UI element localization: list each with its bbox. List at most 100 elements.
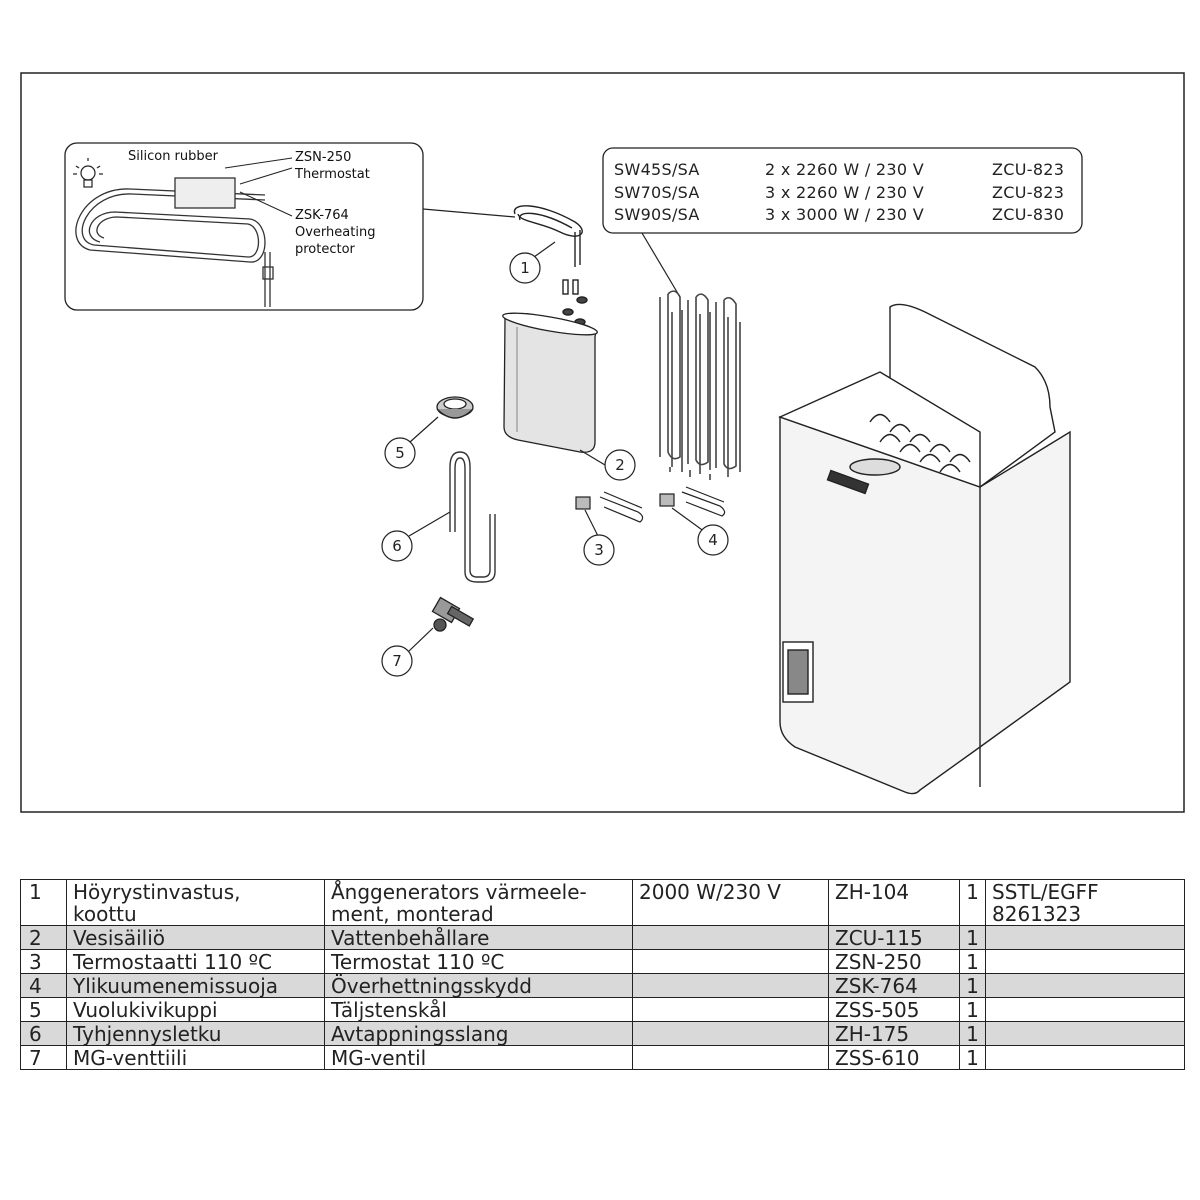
swedish-name: Överhettningsskydd <box>324 973 633 998</box>
spec-code-1: ZCU-823 <box>992 160 1064 179</box>
finnish-name: Vuolukivikuppi <box>66 997 325 1022</box>
protector-code-label: ZSK-764 <box>295 208 349 223</box>
part-code: ZSN-250 <box>828 949 960 974</box>
reference <box>985 949 1185 974</box>
callout-2: 2 <box>615 456 625 474</box>
spec-code-2: ZCU-823 <box>992 183 1064 202</box>
reference <box>985 1021 1185 1046</box>
part-code: ZSK-764 <box>828 973 960 998</box>
sauna-heater-unit <box>778 303 1071 795</box>
callouts: 1 2 3 4 5 6 7 <box>381 241 729 677</box>
part-4-overheat-protector <box>659 486 726 517</box>
finnish-name: Höyrystinvastus, koottu <box>66 879 325 926</box>
power-rating <box>632 1021 829 1046</box>
quantity: 1 <box>959 925 986 950</box>
parts-list-table: 1 Höyrystinvastus, koottu Ånggenerators … <box>20 879 1185 1070</box>
part-code: ZSS-505 <box>828 997 960 1022</box>
swedish-name: Vattenbehållare <box>324 925 633 950</box>
power-rating <box>632 997 829 1022</box>
callout-1: 1 <box>520 259 530 277</box>
protector-label-line2: protector <box>295 242 356 257</box>
heating-element-detail <box>75 177 274 307</box>
finnish-name: Tyhjennysletku <box>66 1021 325 1046</box>
part-3-thermostat <box>575 491 644 523</box>
part-code: ZCU-115 <box>828 925 960 950</box>
swedish-name: Termostat 110 ºC <box>324 949 633 974</box>
power-rating <box>632 949 829 974</box>
part-number: 3 <box>20 949 67 974</box>
callout-7: 7 <box>392 652 402 670</box>
callout-circle-4 <box>697 524 729 556</box>
quantity: 1 <box>959 949 986 974</box>
callout-5: 5 <box>395 444 405 462</box>
brand-logo-plate <box>826 469 870 495</box>
table-row: 3 Termostaatti 110 ºC Termostat 110 ºC Z… <box>20 949 1185 974</box>
callout-4: 4 <box>708 531 718 549</box>
swedish-name: MG-ventil <box>324 1045 633 1070</box>
quantity: 1 <box>959 879 986 926</box>
finnish-name: Vesisäiliö <box>66 925 325 950</box>
part-2-water-tank <box>502 312 598 453</box>
spec-model-3: SW90S/SA <box>614 205 700 224</box>
table-row: 6 Tyhjennysletku Avtappningsslang ZH-175… <box>20 1021 1185 1046</box>
callout-circle-1 <box>509 252 541 284</box>
swedish-name: Täljstenskål <box>324 997 633 1022</box>
part-number: 4 <box>20 973 67 998</box>
part-6-drain-hose <box>449 451 496 583</box>
spec-code-3: ZCU-830 <box>992 205 1064 224</box>
callout-circle-7 <box>381 645 413 677</box>
reference: SSTL/EGFF 8261323 <box>985 879 1185 926</box>
power-rating <box>632 925 829 950</box>
inset-detail: Silicon rubber ZSN-250 Thermostat ZSK-76… <box>64 142 424 311</box>
reference <box>985 1045 1185 1070</box>
power-rating <box>632 1045 829 1070</box>
callout-circle-6 <box>381 530 413 562</box>
finnish-name: Ylikuumenemissuoja <box>66 973 325 998</box>
reference <box>985 973 1185 998</box>
protector-label-line1: Overheating <box>295 225 375 240</box>
swedish-name: Ånggenerators värmeele- ment, monterad <box>324 879 633 926</box>
lightbulb-icon <box>73 158 103 188</box>
part-7-mg-valve <box>431 596 475 632</box>
part-5-stone-cup <box>436 396 474 419</box>
spec-model-1: SW45S/SA <box>614 160 700 179</box>
finnish-name: Termostaatti 110 ºC <box>66 949 325 974</box>
quantity: 1 <box>959 1021 986 1046</box>
part-number: 2 <box>20 925 67 950</box>
finnish-name: MG-venttiili <box>66 1045 325 1070</box>
silicon-rubber-label: Silicon rubber <box>128 149 219 164</box>
exploded-parts-diagram: Silicon rubber ZSN-250 Thermostat ZSK-76… <box>20 72 1185 813</box>
spec-power-1: 2 x 2260 W / 230 V <box>765 160 924 179</box>
part-code: ZSS-610 <box>828 1045 960 1070</box>
heater-model-spec-box: SW45S/SA 2 x 2260 W / 230 V ZCU-823 SW70… <box>602 147 1083 298</box>
spec-model-2: SW70S/SA <box>614 183 700 202</box>
reference <box>985 997 1185 1022</box>
callout-circle-2 <box>604 449 636 481</box>
table-row: 5 Vuolukivikuppi Täljstenskål ZSS-505 1 <box>20 997 1185 1022</box>
callout-3: 3 <box>594 541 604 559</box>
table-row: 2 Vesisäiliö Vattenbehållare ZCU-115 1 <box>20 925 1185 950</box>
callout-circle-3 <box>583 534 615 566</box>
power-rating: 2000 W/230 V <box>632 879 829 926</box>
quantity: 1 <box>959 973 986 998</box>
table-row: 4 Ylikuumenemissuoja Överhettningsskydd … <box>20 973 1185 998</box>
heating-elements-bundle <box>659 290 741 480</box>
swedish-name: Avtappningsslang <box>324 1021 633 1046</box>
table-row: 1 Höyrystinvastus, koottu Ånggenerators … <box>20 879 1185 926</box>
callout-circle-5 <box>384 437 416 469</box>
part-number: 6 <box>20 1021 67 1046</box>
part-code: ZH-104 <box>828 879 960 926</box>
part-number: 1 <box>20 879 67 926</box>
callout-6: 6 <box>392 537 402 555</box>
table-row: 7 MG-venttiili MG-ventil ZSS-610 1 <box>20 1045 1185 1070</box>
quantity: 1 <box>959 1045 986 1070</box>
quantity: 1 <box>959 997 986 1022</box>
part-number: 5 <box>20 997 67 1022</box>
spec-power-3: 3 x 3000 W / 230 V <box>765 205 924 224</box>
thermostat-code-label: ZSN-250 <box>295 150 351 165</box>
part-code: ZH-175 <box>828 1021 960 1046</box>
part-number: 7 <box>20 1045 67 1070</box>
reference <box>985 925 1185 950</box>
power-rating <box>632 973 829 998</box>
thermostat-label: Thermostat <box>294 167 370 182</box>
